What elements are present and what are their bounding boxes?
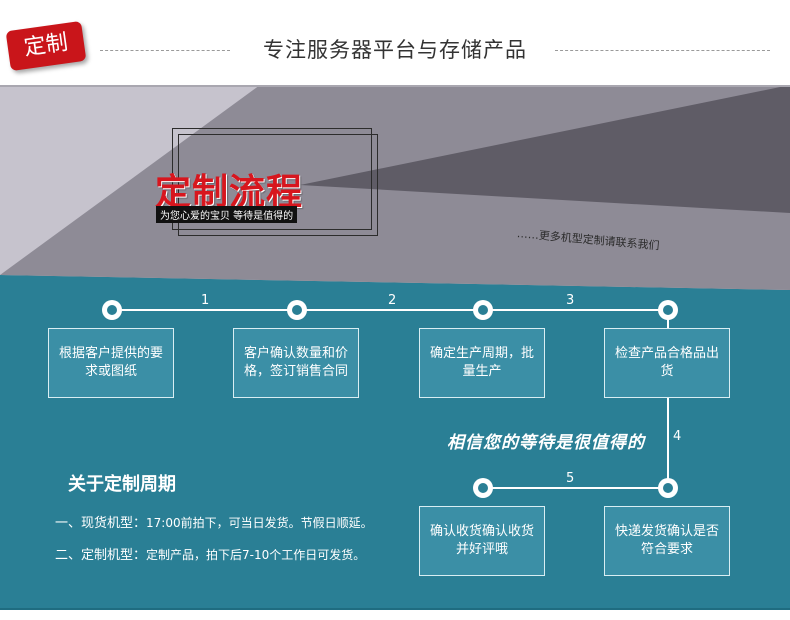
flow-subtitle: 为您心爱的宝贝 等待是值得的 bbox=[156, 206, 298, 223]
flow-node bbox=[473, 300, 493, 320]
about-item-2: 二、定制机型：定制产品，拍下后7-10个工作日可发货。 bbox=[55, 544, 365, 563]
step-box-text: 检查产品合格品出货 bbox=[614, 346, 719, 379]
step-box-text: 客户确认数量和价格，签订销售合同 bbox=[243, 346, 348, 379]
step-box-3: 确定生产周期，批量生产 bbox=[419, 328, 545, 398]
step-box-2: 客户确认数量和价格，签订销售合同 bbox=[233, 328, 359, 398]
step-number: 1 bbox=[201, 293, 210, 308]
step-number: 5 bbox=[566, 471, 575, 486]
header-divider-left bbox=[100, 50, 230, 51]
step-box-6: 确认收货确认收货并好评哦 bbox=[419, 506, 545, 576]
about-item-text: 定制产品，拍下后7-10个工作日可发货。 bbox=[146, 548, 366, 562]
step-box-text: 根据客户提供的要求或图纸 bbox=[58, 346, 163, 379]
step-box-text: 确定生产周期，批量生产 bbox=[429, 346, 534, 379]
flow-node bbox=[287, 300, 307, 320]
step-number: 3 bbox=[566, 293, 575, 308]
about-item-text: 17:00前拍下，可当日发货。节假日顺延。 bbox=[146, 516, 373, 530]
step-box-4: 检查产品合格品出货 bbox=[604, 328, 730, 398]
step-box-5: 快递发货确认是否符合要求 bbox=[604, 506, 730, 576]
about-item-label: 一、现货机型： bbox=[55, 516, 147, 531]
flow-node bbox=[473, 478, 493, 498]
about-item-1: 一、现货机型：17:00前拍下，可当日发货。节假日顺延。 bbox=[55, 512, 373, 531]
flow-node bbox=[658, 478, 678, 498]
step-box-text: 快递发货确认是否符合要求 bbox=[614, 524, 719, 557]
flow-node bbox=[658, 300, 678, 320]
step-number: 2 bbox=[388, 293, 397, 308]
flow-node bbox=[102, 300, 122, 320]
title-frame-front bbox=[178, 134, 378, 236]
step-number: 4 bbox=[673, 429, 682, 444]
page-title: 专注服务器平台与存储产品 bbox=[263, 38, 527, 62]
believe-slogan: 相信您的等待是很值得的 bbox=[447, 433, 645, 453]
step-box-text: 确认收货确认收货并好评哦 bbox=[429, 524, 534, 557]
about-item-label: 二、定制机型： bbox=[55, 548, 147, 563]
step-box-1: 根据客户提供的要求或图纸 bbox=[48, 328, 174, 398]
title-frame-back bbox=[172, 128, 372, 230]
header-divider-right bbox=[555, 50, 770, 51]
flow-panel: 定制流程 为您心爱的宝贝 等待是值得的 ……更多机型定制请联系我们 1 2 3 … bbox=[0, 85, 790, 610]
about-title: 关于定制周期 bbox=[68, 474, 176, 495]
